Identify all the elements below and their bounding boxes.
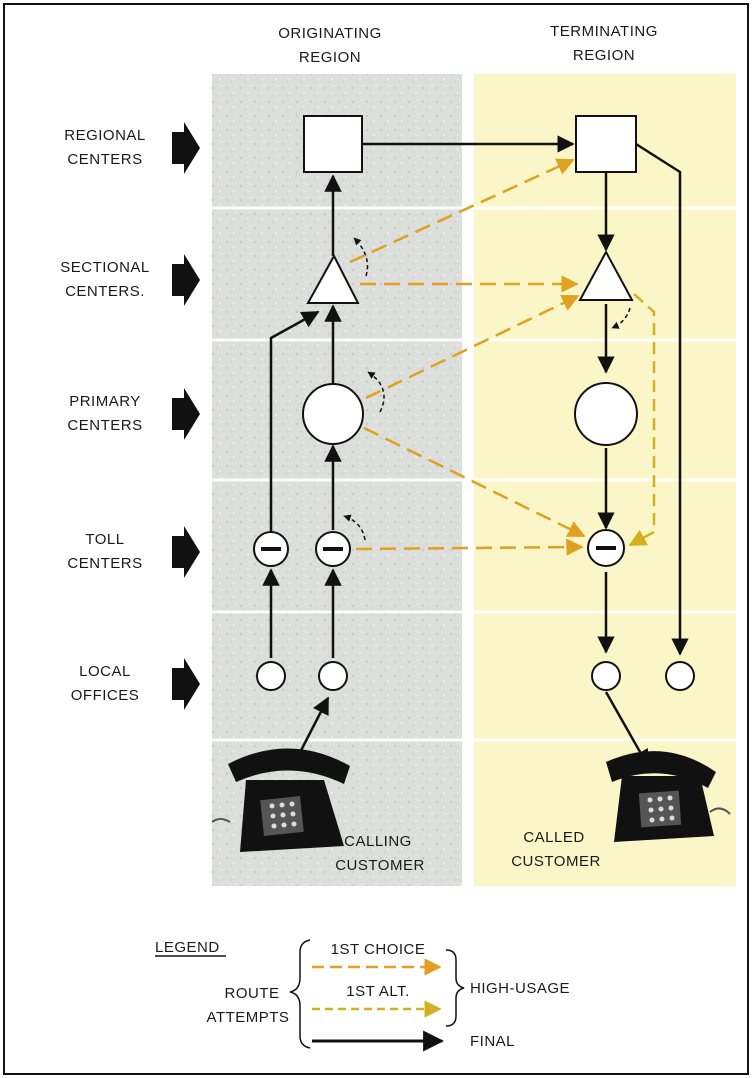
originating-header-line2: REGION [299,49,361,66]
legend-first-choice-label: 1ST CHOICE [331,941,426,958]
toll-center-originating-a [253,531,289,567]
terminating-header-line2: REGION [573,47,635,64]
sectional-center-terminating [578,249,634,301]
local-office-originating-a [256,661,286,691]
level-label-primary-2: CENTERS [67,417,142,434]
called-customer-label-1: CALLED [523,829,584,846]
final-routes [262,135,689,769]
toll-center-terminating [587,529,625,567]
legend-final-label: FINAL [470,1033,515,1050]
level-label-local-2: OFFICES [71,687,140,704]
alt-indicators [343,237,631,541]
legend-left-brace [289,939,311,1049]
level-label-primary-1: PRIMARY [69,393,141,410]
legend-title: LEGEND [155,939,220,956]
calling-telephone-icon [211,748,350,852]
first-alt-route [628,293,656,547]
legend-first-alt-label: 1ST ALT. [346,983,409,1000]
level-label-local-1: LOCAL [79,663,131,680]
primary-center-originating [302,383,364,445]
sectional-center-originating [306,253,360,304]
level-label-regional-2: CENTERS [67,151,142,168]
primary-center-terminating [574,382,638,446]
called-telephone-icon [606,751,731,842]
level-arrow-sectional-icon [172,254,200,306]
local-office-terminating-a [591,661,621,691]
legend-right-brace [445,949,465,1027]
terminating-header-line1: TERMINATING [550,23,658,40]
first-choice-routes [349,158,586,556]
level-label-toll-1: TOLL [85,531,124,548]
legend-route-label-2: ATTEMPTS [207,1009,290,1026]
originating-header-line1: ORIGINATING [278,25,382,42]
level-label-sectional-1: SECTIONAL [60,259,150,276]
calling-customer-label-1: CALLING [344,833,412,850]
level-arrow-toll-icon [172,526,200,578]
legend-high-usage-label: HIGH-USAGE [470,980,570,997]
legend-route-label-1: ROUTE [225,985,280,1002]
regional-center-originating [303,115,363,173]
level-label-sectional-2: CENTERS. [65,283,145,300]
level-arrow-primary-icon [172,388,200,440]
local-office-terminating-b [665,661,695,691]
level-arrows [172,122,200,710]
regional-center-terminating [575,115,637,173]
level-label-regional-1: REGIONAL [64,127,146,144]
level-arrow-regional-icon [172,122,200,174]
local-office-originating-b [318,661,348,691]
called-customer-label-2: CUSTOMER [511,853,601,870]
level-arrow-local-icon [172,658,200,710]
level-label-toll-2: CENTERS [67,555,142,572]
toll-center-originating-b [315,531,351,567]
calling-customer-label-2: CUSTOMER [335,857,425,874]
